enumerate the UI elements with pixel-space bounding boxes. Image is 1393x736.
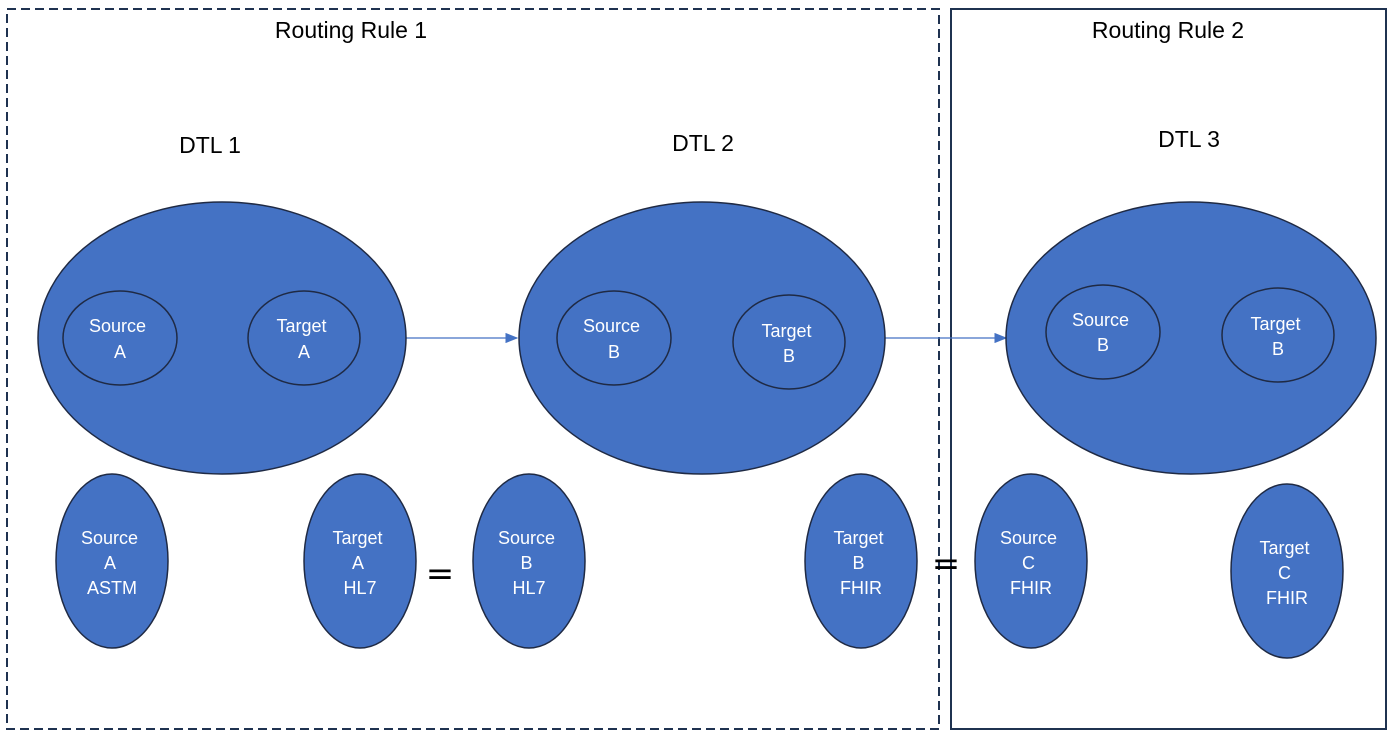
dtl-3-target-node: Target B xyxy=(1221,287,1335,383)
schema-6-line-2: C xyxy=(1278,563,1291,583)
dtl-2-target-node: Target B xyxy=(732,294,846,390)
dtl-2-node: Source B Target B xyxy=(518,201,886,475)
svg-text:Target A HL7: Target A HL7 xyxy=(332,528,387,598)
dtl-2-source-id: B xyxy=(608,342,620,362)
schema-3-line-3: HL7 xyxy=(512,578,545,598)
schema-5-line-3: FHIR xyxy=(1010,578,1052,598)
dtl-3-source-id: B xyxy=(1097,335,1109,355)
dtl-1-target-node: Target A xyxy=(247,290,361,386)
dtl-3-target-label: Target xyxy=(1250,314,1300,334)
routing-rule-1-title: Routing Rule 1 xyxy=(275,17,427,43)
svg-text:Target A: Target A xyxy=(276,316,331,362)
routing-rule-1-frame xyxy=(6,8,940,730)
dtl-1-source-node: Source A xyxy=(62,290,178,386)
schema-1-line-3: ASTM xyxy=(87,578,137,598)
dtl-1-node: Source A Target A xyxy=(37,201,407,475)
schema-2-line-3: HL7 xyxy=(343,578,376,598)
dtl-3-title: DTL 3 xyxy=(1158,126,1220,152)
schema-4-line-1: Target xyxy=(833,528,883,548)
routing-rule-2-title: Routing Rule 2 xyxy=(1092,17,1244,43)
svg-text:Target B FHIR: Target B FHIR xyxy=(833,528,888,598)
dtl-3-source-node: Source B xyxy=(1045,284,1161,380)
dtl-3-target-id: B xyxy=(1272,339,1284,359)
dtl-3-source-label: Source xyxy=(1072,310,1129,330)
svg-text:Source B: Source B xyxy=(583,316,645,362)
dtl-1-source-label: Source xyxy=(89,316,146,336)
dtl-2-source-node: Source B xyxy=(556,290,672,386)
svg-text:Source A ASTM: Source A ASTM xyxy=(81,528,143,598)
dtl-1-source-id: A xyxy=(114,342,126,362)
schema-2-line-2: A xyxy=(352,553,364,573)
svg-text:Target B: Target B xyxy=(1250,314,1305,359)
schema-source-c-fhir: Source C FHIR xyxy=(974,473,1088,649)
dtl-1-title: DTL 1 xyxy=(179,132,241,158)
svg-text:Target B: Target B xyxy=(761,321,816,366)
dtl-2-title: DTL 2 xyxy=(672,130,734,156)
schema-target-c-fhir: Target C FHIR xyxy=(1230,483,1344,659)
routing-rule-2-frame xyxy=(950,8,1387,730)
schema-1-line-1: Source xyxy=(81,528,138,548)
schema-6-line-1: Target xyxy=(1259,538,1309,558)
schema-4-line-3: FHIR xyxy=(840,578,882,598)
schema-3-line-2: B xyxy=(520,553,532,573)
schema-5-line-2: C xyxy=(1022,553,1035,573)
schema-3-line-1: Source xyxy=(498,528,555,548)
dtl-2-target-label: Target xyxy=(761,321,811,341)
svg-text:Source B HL7: Source B HL7 xyxy=(498,528,560,598)
dtl-3-node: Source B Target B xyxy=(1005,201,1377,475)
svg-text:Source C FHIR: Source C FHIR xyxy=(1000,528,1062,598)
svg-text:Source A: Source A xyxy=(89,316,151,362)
schema-target-b-fhir: Target B FHIR xyxy=(804,473,918,649)
schema-1-line-2: A xyxy=(104,553,116,573)
schema-2-line-1: Target xyxy=(332,528,382,548)
equals-sign-1: = xyxy=(426,554,455,594)
svg-text:Target C FHIR: Target C FHIR xyxy=(1259,538,1314,608)
schema-6-line-3: FHIR xyxy=(1266,588,1308,608)
schema-5-line-1: Source xyxy=(1000,528,1057,548)
dtl-1-target-id: A xyxy=(298,342,310,362)
schema-source-a-astm: Source A ASTM xyxy=(55,473,169,649)
dtl-2-target-id: B xyxy=(783,346,795,366)
schema-source-b-hl7: Source B HL7 xyxy=(472,473,586,649)
schema-target-a-hl7: Target A HL7 xyxy=(303,473,417,649)
equals-sign-2: = xyxy=(932,544,961,584)
svg-text:Source B: Source B xyxy=(1072,310,1134,355)
schema-4-line-2: B xyxy=(852,553,864,573)
dtl-2-source-label: Source xyxy=(583,316,640,336)
dtl-1-target-label: Target xyxy=(276,316,326,336)
